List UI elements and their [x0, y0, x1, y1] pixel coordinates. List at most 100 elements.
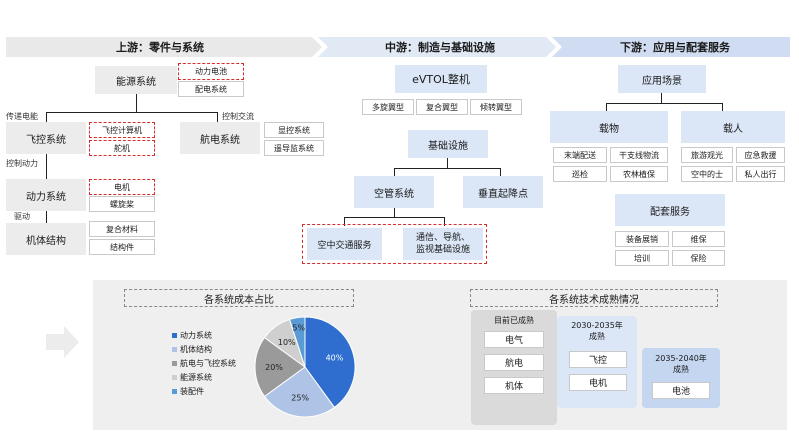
connector-to-flight: [46, 112, 47, 122]
passenger-item-rescue: 应急救援: [736, 147, 785, 163]
support-item-training: 培训: [615, 250, 669, 266]
connector-to-vertiport: [500, 168, 501, 176]
cargo-box: 载物: [550, 111, 668, 143]
label-transfer-energy: 传递电能: [6, 112, 38, 121]
motor-box: 电机: [89, 179, 155, 195]
stage1-item-airframe: 机体: [484, 377, 544, 394]
cargo-item-delivery: 末端配送: [553, 147, 607, 163]
header-upstream: 上游：零件与系统: [116, 41, 204, 54]
support-item-insurance: 保险: [672, 250, 725, 266]
legend-item-4: 装配件: [172, 386, 204, 397]
arrow-right-icon: [46, 326, 79, 358]
maturity-panel-title: 各系统技术成熟情况: [470, 289, 718, 307]
type-compound-box: 复合翼型: [416, 99, 468, 115]
connector-to-comm-nav: [444, 217, 445, 226]
cargo-item-inspection: 巡检: [553, 166, 607, 182]
cost-pie-chart: 40%25%20%10%5%: [254, 316, 356, 418]
legend-label-1: 机体结构: [180, 345, 212, 354]
passenger-item-tourism: 旅游观光: [681, 147, 733, 163]
connector-airspace-branch: [344, 217, 445, 218]
evtol-box: eVTOL整机: [395, 65, 487, 93]
airframe-box: 机体结构: [6, 223, 86, 255]
infrastructure-box: 基础设施: [408, 130, 488, 158]
stage1-item-electric: 电气: [484, 331, 544, 348]
legend-item-2: 航电与飞控系统: [172, 358, 236, 369]
stage2-title: 2030-2035年 成熟: [571, 321, 623, 341]
legend-swatch-0: [172, 333, 177, 338]
legend-swatch-4: [172, 389, 177, 394]
connector-scenarios-branch: [606, 103, 723, 104]
air-traffic-box: 空中交通服务: [307, 228, 382, 260]
flight-computer-box: 飞控计算机: [89, 122, 155, 138]
cost-panel-title: 各系统成本占比: [124, 289, 354, 307]
passenger-box: 载人: [681, 111, 785, 143]
connector-power-airframe: [46, 211, 47, 223]
legend-label-3: 能源系统: [180, 373, 212, 382]
propeller-box: 螺旋桨: [89, 196, 155, 212]
connector-to-passenger: [722, 103, 723, 111]
telemetry-box: 遥导监系统: [264, 140, 324, 156]
pie-label-2: 20%: [265, 363, 283, 372]
stage1-item-avionics: 航电: [484, 354, 544, 371]
stage1-title: 目前已成熟: [494, 315, 534, 325]
power-battery-box: 动力电池: [178, 63, 244, 80]
cargo-item-agriculture: 农林植保: [610, 166, 668, 182]
connector-to-avionics: [217, 112, 218, 122]
avionics-box: 航电系统: [180, 122, 260, 154]
legend-item-3: 能源系统: [172, 372, 212, 383]
scenarios-box: 应用场景: [618, 65, 706, 93]
support-item-maintenance: 维保: [672, 231, 725, 247]
legend-label-2: 航电与飞控系统: [180, 359, 236, 368]
power-system-box: 动力系统: [6, 179, 86, 211]
legend-label-4: 装配件: [180, 387, 204, 396]
connector-to-air-traffic: [344, 217, 345, 226]
stage2-item-motor: 电机: [569, 374, 627, 391]
connector-flight-power: [46, 154, 47, 179]
stage3-title: 2035-2040年 成熟: [655, 354, 707, 374]
structural-parts-box: 结构件: [89, 239, 155, 255]
label-drive: 驱动: [14, 212, 30, 221]
pie-slice-1: [263, 366, 336, 418]
comm-nav-box: 通信、导航、 监视基础设施: [403, 228, 483, 260]
connector-to-airspace: [394, 168, 395, 176]
support-item-exhibition: 装备展销: [615, 231, 669, 247]
passenger-item-private: 私人出行: [736, 166, 785, 182]
connector-scenarios-down: [661, 93, 662, 103]
cargo-item-logistics: 干支线物流: [610, 147, 668, 163]
display-box: 显控系统: [264, 122, 324, 138]
header-chevrons: [6, 37, 790, 57]
type-multirotor-box: 多旋翼型: [362, 99, 414, 115]
type-tiltrotor-box: 倾转翼型: [470, 99, 522, 115]
power-distribution-box: 配电系统: [178, 81, 244, 97]
stage3-item-battery: 电池: [652, 382, 710, 399]
header-midstream: 中游：制造与基础设施: [385, 41, 495, 54]
pie-label-0: 40%: [326, 353, 344, 362]
label-control-power: 控制动力: [6, 159, 38, 168]
legend-swatch-1: [172, 347, 177, 352]
composite-box: 复合材料: [89, 221, 155, 237]
pie-label-1: 25%: [291, 394, 309, 403]
header-downstream: 下游：应用与配套服务: [620, 41, 730, 54]
pie-slice-2: [254, 336, 306, 398]
connector-infra-branch: [394, 168, 501, 169]
stage2-item-flight-control: 飞控: [569, 351, 627, 368]
legend-swatch-2: [172, 361, 177, 366]
connector-infra-down: [447, 158, 448, 168]
legend-item-0: 动力系统: [172, 330, 212, 341]
legend-swatch-3: [172, 375, 177, 380]
pie-label-4: 5%: [292, 323, 305, 332]
connector-energy-branch: [46, 112, 218, 113]
support-services-box: 配套服务: [615, 194, 725, 226]
airspace-mgmt-box: 空管系统: [354, 176, 434, 208]
pie-slice-0: [304, 316, 356, 409]
connector-airspace-down: [394, 208, 395, 217]
pie-slice-4: [288, 316, 306, 368]
flight-control-box: 飞控系统: [6, 122, 86, 154]
vertiport-box: 垂直起降点: [463, 176, 543, 208]
energy-system-box: 能源系统: [95, 66, 177, 94]
legend-label-0: 动力系统: [180, 331, 212, 340]
passenger-item-taxi: 空中的士: [681, 166, 733, 182]
rudder-box: 舵机: [89, 140, 155, 156]
connector-energy-down: [136, 94, 137, 112]
legend-item-1: 机体结构: [172, 344, 212, 355]
